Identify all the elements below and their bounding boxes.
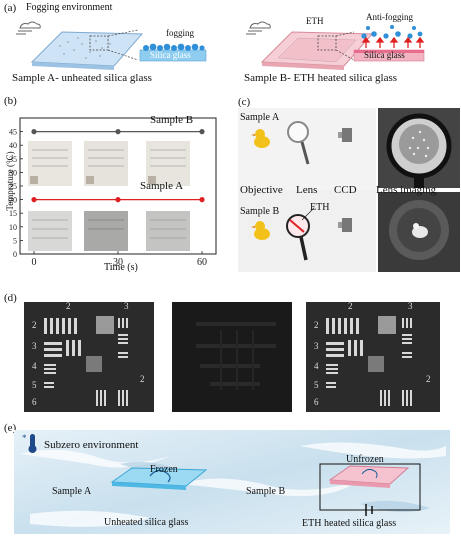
- lens-imaging-photo-b: [378, 192, 460, 272]
- fogging-label: fogging: [166, 28, 194, 38]
- target-number: 5: [314, 380, 319, 390]
- subzero-heading: Subzero environment: [44, 439, 139, 451]
- lens-imaging-photo-a: [378, 108, 460, 188]
- target-number: 3: [314, 341, 319, 351]
- unheated-glass-plate: [30, 29, 144, 70]
- objective-duck-icon: [251, 129, 270, 148]
- thermometer-icon: *: [22, 433, 37, 453]
- panel-d-label: (d): [4, 292, 17, 304]
- ccd-camera-icon: [338, 128, 352, 142]
- panel-e-caption-b: ETH heated silica glass: [302, 518, 397, 529]
- anti-fog-droplets: [361, 25, 423, 39]
- panel-e-caption-a: Unheated silica glass: [104, 517, 189, 528]
- panel-e-sample-b: Sample B: [246, 486, 286, 497]
- panel-a-heading: Fogging environment: [26, 2, 113, 13]
- target-number: 2: [32, 320, 37, 330]
- resolution-target-fogged: [172, 302, 292, 412]
- frozen-label: Frozen: [150, 464, 178, 475]
- x-tick-label: 60: [197, 257, 207, 268]
- y-tick-label: 35: [9, 155, 17, 164]
- target-number: 5: [32, 380, 37, 390]
- series-point-1: [199, 197, 205, 203]
- chart-series-label-sample-a: Sample A: [140, 180, 184, 192]
- target-number: 2: [140, 374, 145, 384]
- optical-setup: [238, 108, 460, 272]
- photo-insets: [28, 141, 190, 251]
- heat-arrows: [361, 36, 425, 48]
- eth-lens-icon: [286, 207, 315, 261]
- target-number: 3: [408, 301, 413, 311]
- panel-e-sample-a: Sample A: [52, 486, 92, 497]
- ccd-camera-icon: [338, 218, 352, 232]
- y-tick-label: 20: [9, 196, 17, 205]
- target-number: 6: [314, 397, 319, 407]
- unfrozen-label: Unfrozen: [346, 454, 384, 465]
- target-number: 2: [426, 374, 431, 384]
- chart-x-label: Time (s): [104, 262, 138, 273]
- y-tick-label: 30: [9, 168, 17, 177]
- target-number: 2: [66, 301, 71, 311]
- y-tick-label: 25: [9, 182, 17, 191]
- anti-fogging-label: Anti-fogging: [366, 12, 413, 22]
- series-point-1: [115, 197, 121, 203]
- panel-a-illustration: [16, 21, 425, 70]
- caption-lens-imaging: Lens imaging: [376, 184, 437, 196]
- target-number: 2: [348, 301, 353, 311]
- series-point-1: [31, 197, 37, 203]
- x-tick-label: 0: [32, 257, 37, 268]
- temperature-chart: 0 5 10 15 20 25 30 35 40 45 0 30 60: [9, 117, 217, 268]
- sample-a-caption: Sample A- unheated silica glass: [12, 72, 152, 84]
- cloud-icon: [246, 21, 271, 35]
- target-number: 4: [314, 361, 319, 371]
- panel-b-label: (b): [4, 95, 17, 107]
- eth-heated-glass-unfrozen: [319, 463, 421, 516]
- target-number: 3: [124, 301, 129, 311]
- silica-glass-label-right: Silica glass: [364, 50, 405, 60]
- y-tick-label: 40: [9, 141, 17, 150]
- y-tick-label: 10: [9, 223, 17, 232]
- subzero-illustration: *: [14, 430, 450, 534]
- chart-series-label-sample-b: Sample B: [150, 114, 194, 126]
- series-point-0: [31, 129, 37, 135]
- series-point-0: [199, 129, 205, 135]
- resolution-target-images: [24, 302, 440, 412]
- target-number: 2: [314, 320, 319, 330]
- panel-e-label: (e): [4, 422, 17, 434]
- y-tick-label: 0: [13, 250, 17, 259]
- resolution-target-clear-b: [306, 302, 440, 412]
- target-number: 6: [32, 397, 37, 407]
- x-tick-label: 30: [113, 257, 123, 268]
- panel-a-label: (a): [4, 2, 17, 14]
- caption-ccd: CCD: [334, 184, 357, 196]
- y-tick-label: 45: [9, 128, 17, 137]
- y-tick-label: 15: [9, 209, 17, 218]
- chart-y-label: Temprature (°C): [5, 151, 15, 211]
- target-number: 4: [32, 361, 37, 371]
- fog-droplets: [143, 43, 205, 51]
- panel-c-sample-b: Sample B: [240, 206, 280, 217]
- silica-glass-label-left: Silica glass: [150, 50, 191, 60]
- panel-c-eth-label: ETH: [310, 202, 330, 213]
- unheated-glass-frozen: [110, 467, 208, 490]
- sample-b-caption: Sample B- ETH heated silica glass: [244, 72, 398, 84]
- caption-lens: Lens: [296, 184, 318, 196]
- resolution-target-clear-a: [24, 302, 154, 412]
- eth-label-a: ETH: [306, 16, 324, 26]
- objective-duck-icon: [251, 221, 270, 240]
- target-number: 3: [32, 341, 37, 351]
- panel-c-sample-a: Sample A: [240, 112, 280, 123]
- series-point-0: [115, 129, 121, 135]
- lens-magnifier-icon: [287, 121, 310, 165]
- y-tick-label: 5: [13, 236, 17, 245]
- cloud-icon: [16, 21, 41, 35]
- panel-c-label: (c): [238, 96, 251, 108]
- caption-objective: Objective: [240, 184, 283, 196]
- svg-text:*: *: [22, 433, 27, 443]
